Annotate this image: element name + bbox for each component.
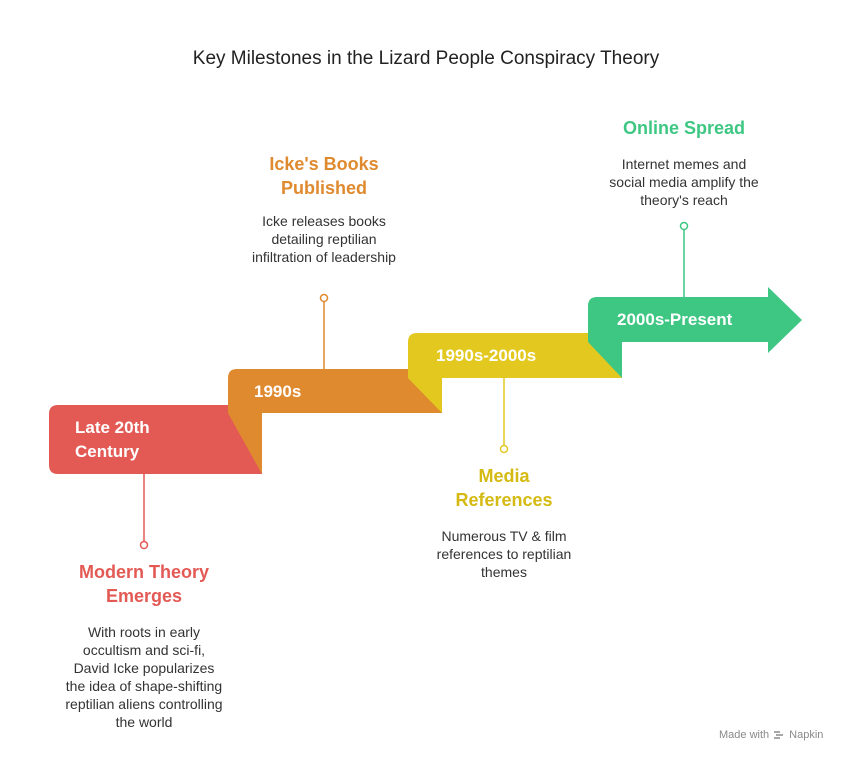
period-label-2000s-present: 2000s-Present: [617, 310, 733, 329]
period-label-1990s: 1990s: [254, 382, 302, 401]
step-fold-2: [408, 378, 442, 413]
connector-dot-4: [679, 221, 689, 231]
diagram-title: Key Milestones in the Lizard People Cons…: [192, 48, 660, 69]
milestone-heading-modern-theory: Modern Theory Emerges: [78, 562, 209, 606]
connector-dot-1: [139, 540, 149, 550]
milestone-description-online-spread: Internet memes and social media amplify …: [609, 156, 759, 208]
connector-dot-3: [499, 444, 509, 454]
milestone-description-ickes-books: Icke releases books detailing reptilian …: [252, 213, 396, 265]
step-fold-3: [588, 342, 622, 378]
milestone-description-modern-theory: With roots in early occultism and sci-fi…: [65, 624, 223, 730]
period-label-1990s-2000s: 1990s-2000s: [436, 346, 537, 365]
milestone-heading-online-spread: Online Spread: [622, 118, 746, 138]
milestone-heading-ickes-books: Icke's Books Published: [269, 154, 379, 198]
period-label-late-20th-century: Late 20th Century: [75, 418, 150, 461]
step-band-1990s-2000s: [408, 333, 622, 378]
napkin-logo-icon: [773, 729, 785, 741]
milestone-description-media-references: Numerous TV & film references to reptili…: [436, 528, 572, 580]
step-fold-1: [228, 413, 262, 474]
connector-dot-2: [319, 293, 329, 303]
made-with-label: Made with: [719, 729, 770, 741]
step-band-late-20th-century: [49, 405, 262, 474]
napkin-brand-label: Napkin: [789, 729, 824, 741]
made-with-napkin-footer: Made with Napkin: [719, 729, 823, 741]
milestone-heading-media-references: Media References: [455, 466, 553, 510]
step-arrow-2000s-present: [588, 287, 802, 353]
step-band-1990s: [228, 369, 442, 413]
